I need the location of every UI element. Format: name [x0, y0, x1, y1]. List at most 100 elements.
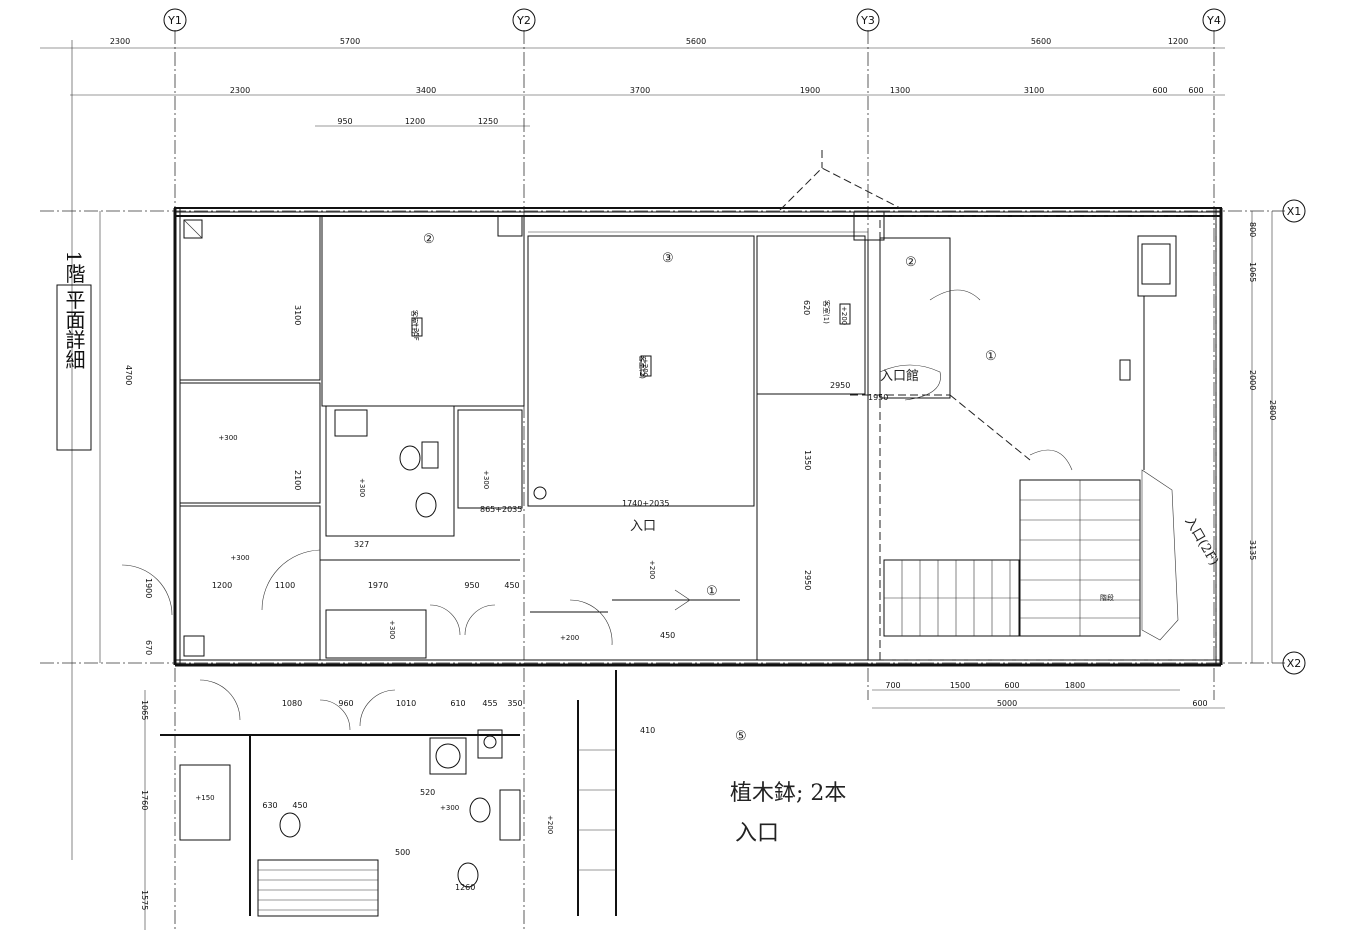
- dim-2950: 620: [802, 300, 811, 315]
- svg-text:+300: +300: [440, 804, 459, 812]
- svg-text:+150: +150: [195, 794, 214, 802]
- svg-text:+300: +300: [218, 434, 237, 442]
- svg-text:+300: +300: [482, 470, 490, 489]
- svg-text:610: 610: [450, 699, 465, 708]
- svg-text:500: 500: [395, 848, 410, 857]
- dim-top3-b: 1200: [405, 117, 425, 126]
- hand-num-1b: ①: [706, 584, 718, 599]
- svg-text:865+2035: 865+2035: [480, 505, 522, 514]
- dim-left-f: 1575: [140, 890, 149, 910]
- svg-text:Y2: Y2: [516, 14, 531, 27]
- svg-text:520: 520: [420, 788, 435, 797]
- svg-text:Y3: Y3: [860, 14, 875, 27]
- svg-text:1970: 1970: [368, 581, 388, 590]
- dim-right-a: 800: [1248, 222, 1257, 237]
- grid-bubble-y1: Y1: [163, 8, 187, 32]
- exterior-walls: [173, 207, 1223, 667]
- hand-planter: 植木鉢; 2本: [730, 781, 846, 806]
- room-left-upper: [179, 215, 321, 381]
- dim-2850: 2950: [803, 570, 812, 590]
- roof-lines: [779, 150, 1031, 461]
- dim-br-f: 600: [1192, 699, 1207, 708]
- hand-entrance-lobby: 入口: [630, 519, 656, 534]
- svg-text:+200: +200: [560, 634, 579, 642]
- dim-top1-d: 5600: [1031, 37, 1051, 46]
- plan-title: 1階 平面詳細: [62, 250, 86, 369]
- grid-bubble-x2: X2: [1282, 651, 1306, 675]
- dim-top2-c: 3700: [630, 86, 650, 95]
- svg-text:+200: +200: [546, 815, 554, 834]
- room-1: 客室(1) +200 2950: [756, 211, 885, 395]
- svg-text:X2: X2: [1287, 657, 1302, 670]
- handwriting: 入口館 入口 植木鉢; 2本 入口 ② ③ ② ① ① ⑤ 入口(2F): [423, 232, 1221, 846]
- dim-2100: 2100: [293, 470, 302, 490]
- svg-text:630: 630: [262, 801, 277, 810]
- svg-text:450: 450: [660, 631, 675, 640]
- dim-top2-e: 1300: [890, 86, 910, 95]
- svg-text:+200: +200: [840, 306, 848, 325]
- dim-left-e: 1760: [140, 790, 149, 810]
- dim-br-a: 700: [885, 681, 900, 690]
- entrance-hall: [879, 215, 1217, 661]
- dim-3100: 3100: [293, 305, 302, 325]
- hand-num-2b: ②: [905, 255, 917, 270]
- dim-327: 327: [354, 540, 369, 549]
- svg-text:Y4: Y4: [1206, 14, 1221, 27]
- corridor-lower: 1970 950 450 +300 450 +200: [320, 559, 740, 659]
- grid-bubble-y2: Y2: [512, 8, 536, 32]
- annex-right: 410: [577, 670, 655, 916]
- dim-left-a: 4700: [124, 365, 133, 385]
- svg-text:客室(1): 客室(1): [410, 310, 419, 334]
- hand-side-note: 入口(2F): [1182, 515, 1222, 569]
- grid-bubble-y3: Y3: [856, 8, 880, 32]
- dim-top2-h: 600: [1188, 86, 1203, 95]
- plan-title-box: 1階 平面詳細: [56, 250, 92, 451]
- dim-1100: 1100: [275, 581, 295, 590]
- dim-top2-f: 3100: [1024, 86, 1044, 95]
- dim-top1-e: 1200: [1168, 37, 1188, 46]
- lobby: +200 1350 2950 1950 1740+2035 865+2035: [480, 240, 888, 660]
- toilet-block: +300 +300: [325, 405, 547, 537]
- svg-text:+35F: +35F: [412, 322, 420, 341]
- dim-right-e: 3135: [1248, 540, 1257, 560]
- svg-text:455: 455: [482, 699, 497, 708]
- grid-bubble-x1: X1: [1282, 199, 1306, 223]
- annex-bottom: +150 1080 960 1010 610 455 350 630 450 +…: [160, 679, 554, 917]
- dim-right-d: 2800: [1268, 400, 1277, 420]
- dim-br-e: 5000: [997, 699, 1017, 708]
- dim-left-c: 670: [144, 640, 153, 655]
- dim-right-c: 2000: [1248, 370, 1257, 390]
- hand-num-2a: ②: [423, 232, 435, 247]
- svg-text:950: 950: [464, 581, 479, 590]
- dim-1950: 1350: [803, 450, 812, 470]
- dim-top1-a: 2300: [110, 37, 130, 46]
- dim-right-b: 1065: [1248, 262, 1257, 282]
- dim-top1-c: 5600: [686, 37, 706, 46]
- svg-text:450: 450: [292, 801, 307, 810]
- svg-text:階段: 階段: [1100, 593, 1114, 602]
- dim-top1-b: 5700: [340, 37, 360, 46]
- dim-left-d: 1065: [140, 700, 149, 720]
- svg-text:Y1: Y1: [167, 14, 182, 27]
- dim-top3-a: 950: [337, 117, 352, 126]
- svg-text:350: 350: [507, 699, 522, 708]
- svg-text:1740+2035: 1740+2035: [622, 499, 669, 508]
- svg-text:410: 410: [640, 726, 655, 735]
- svg-text:960: 960: [338, 699, 353, 708]
- dim-br-b: 1500: [950, 681, 970, 690]
- svg-text:1950: 1950: [868, 393, 888, 402]
- dim-1200: 1200: [212, 581, 232, 590]
- svg-text:1010: 1010: [396, 699, 416, 708]
- hand-num-1a: ①: [985, 349, 997, 364]
- dim-br-c: 600: [1004, 681, 1019, 690]
- hand-entrance-2f: 入口館: [880, 369, 919, 384]
- svg-text:+300: +300: [358, 478, 366, 497]
- svg-text:客室(2): 客室(2): [638, 355, 647, 379]
- dim-top2-a: 2300: [230, 86, 250, 95]
- svg-text:客室(1): 客室(1): [822, 300, 831, 324]
- svg-text:1260: 1260: [455, 883, 475, 892]
- dim-top2-d: 1900: [800, 86, 820, 95]
- room-3: 客室(2) +200: [527, 231, 868, 507]
- svg-text:+200: +200: [648, 560, 656, 579]
